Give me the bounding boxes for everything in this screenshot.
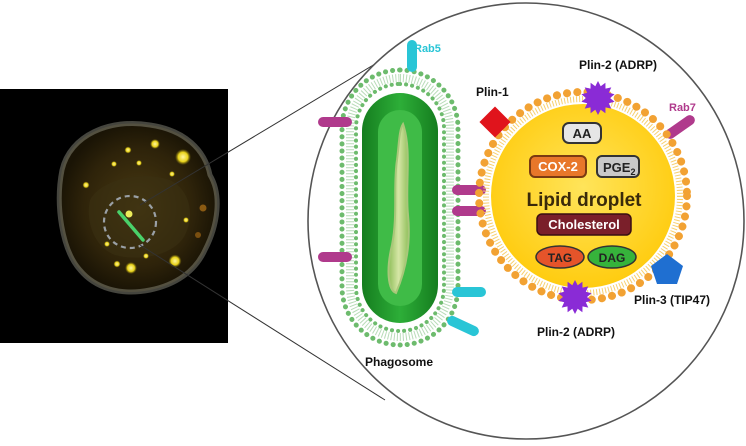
pge2-box bbox=[596, 155, 640, 178]
aa-label: AA bbox=[573, 126, 592, 141]
pge2-label: PGE2 bbox=[603, 160, 635, 177]
lipid-droplet-spot bbox=[143, 253, 149, 259]
plin2-bottom-label: Plin-2 (ADRP) bbox=[537, 325, 615, 339]
rab5-protein bbox=[407, 40, 417, 72]
orange-spot bbox=[199, 204, 207, 212]
plin3-label: Plin-3 (TIP47) bbox=[634, 293, 710, 307]
tag-ellipse bbox=[535, 245, 585, 269]
dashed-selection-circle bbox=[102, 194, 158, 250]
rab7-protein bbox=[665, 115, 695, 139]
lipid-droplet-spot bbox=[136, 160, 142, 166]
micrograph-panel bbox=[0, 54, 391, 401]
orange-spot bbox=[195, 232, 201, 238]
contact-spot bbox=[125, 210, 133, 218]
neutral-lipid-core bbox=[491, 104, 675, 288]
aa-box bbox=[562, 122, 602, 144]
lipid-droplet-spot bbox=[124, 146, 132, 154]
rab5-protein bbox=[452, 287, 486, 297]
rab7-protein bbox=[318, 117, 352, 127]
lipid-droplet-spot bbox=[111, 161, 117, 167]
rab5-protein bbox=[447, 315, 479, 337]
lipid-droplet-spot bbox=[150, 139, 160, 149]
cox2-box bbox=[529, 155, 587, 178]
cholesterol-label: Cholesterol bbox=[548, 217, 620, 232]
plin2-protein bbox=[581, 81, 615, 115]
plin1-label: Plin-1 bbox=[476, 85, 509, 99]
cox2-label: COX-2 bbox=[538, 159, 578, 174]
plin2-protein bbox=[558, 280, 592, 314]
cell-cytoplasm bbox=[88, 176, 190, 258]
bacterium-core bbox=[387, 121, 410, 295]
lipid-droplet-spot bbox=[104, 241, 110, 247]
lipid-droplet-title: Lipid droplet bbox=[526, 190, 642, 211]
dag-label: DAG bbox=[599, 251, 626, 265]
lipid-droplet-spot bbox=[82, 181, 90, 189]
phagosome bbox=[339, 67, 461, 348]
lipid-droplet-spot bbox=[183, 217, 189, 223]
plin3-protein bbox=[651, 254, 683, 284]
rab7-protein bbox=[318, 252, 352, 262]
phagosome-label: Phagosome bbox=[365, 355, 433, 369]
cholesterol-box bbox=[536, 213, 632, 236]
plin2-top-label: Plin-2 (ADRP) bbox=[579, 58, 657, 72]
plin1-protein bbox=[479, 106, 511, 138]
tag-label: TAG bbox=[548, 251, 572, 265]
zoom-line-top bbox=[139, 54, 391, 206]
lipid-droplet-spot bbox=[169, 171, 175, 177]
lipid-droplet-spot bbox=[125, 262, 137, 274]
dag-ellipse bbox=[587, 245, 637, 269]
zoom-line-bottom bbox=[139, 244, 386, 401]
lipid-droplet-spot bbox=[113, 260, 121, 268]
rab5-label: Rab5 bbox=[414, 43, 441, 55]
lipid-droplet-spot bbox=[175, 149, 191, 165]
phagosome-membrane-inner bbox=[354, 82, 446, 333]
lipid-droplet-spot bbox=[168, 254, 182, 268]
phagosome-signal bbox=[117, 210, 145, 242]
rab7-label: Rab7 bbox=[669, 102, 696, 114]
